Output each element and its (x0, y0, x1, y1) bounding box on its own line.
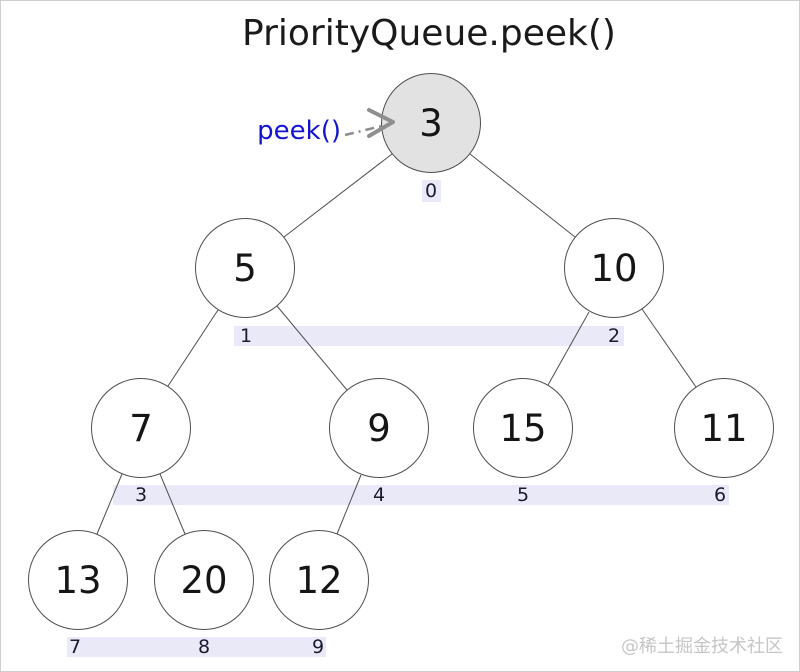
array-index-label-2: 2 (607, 325, 621, 347)
tree-edge-0-1 (283, 153, 393, 238)
heap-node-9: 12 (269, 530, 369, 630)
index-bar-level-2 (113, 485, 729, 505)
node-value: 11 (700, 406, 748, 450)
array-index-label-0: 0 (424, 180, 438, 202)
heap-node-2: 10 (564, 218, 664, 318)
array-index-label-1: 1 (239, 325, 253, 347)
node-value: 10 (590, 246, 638, 290)
peek-annotation-label: peek() (257, 116, 341, 146)
tree-edge-2-5 (547, 311, 590, 386)
node-value: 12 (295, 558, 343, 602)
heap-node-4: 9 (329, 378, 429, 478)
heap-node-3: 7 (91, 378, 191, 478)
array-index-label-6: 6 (713, 484, 727, 506)
heap-node-7: 13 (28, 530, 128, 630)
tree-edge-1-3 (167, 309, 219, 387)
node-value: 15 (499, 406, 547, 450)
index-bar-level-3 (67, 637, 326, 657)
array-index-label-9: 9 (311, 636, 325, 658)
page-title: PriorityQueue.peek() (242, 13, 616, 54)
node-value: 7 (129, 406, 153, 450)
node-value: 3 (419, 101, 443, 145)
node-value: 13 (54, 558, 102, 602)
watermark: @稀土掘金技术社区 (621, 636, 783, 657)
node-value: 9 (367, 406, 391, 450)
tree-edge-2-6 (641, 308, 697, 388)
array-index-label-5: 5 (516, 484, 530, 506)
index-bar-level-1 (234, 326, 624, 346)
node-value: 5 (233, 246, 257, 290)
tree-edge-0-2 (469, 153, 576, 238)
node-value: 20 (180, 558, 228, 602)
array-index-label-8: 8 (197, 636, 211, 658)
tree-edge-1-4 (276, 305, 348, 391)
heap-node-5: 15 (473, 378, 573, 478)
heap-node-root: 3 (381, 73, 481, 173)
heap-node-6: 11 (674, 378, 774, 478)
heap-node-1: 5 (195, 218, 295, 318)
array-index-label-7: 7 (68, 636, 82, 658)
index-bar-level-0 (422, 180, 441, 202)
heap-node-8: 20 (154, 530, 254, 630)
array-index-label-4: 4 (372, 484, 386, 506)
array-index-label-3: 3 (134, 484, 148, 506)
